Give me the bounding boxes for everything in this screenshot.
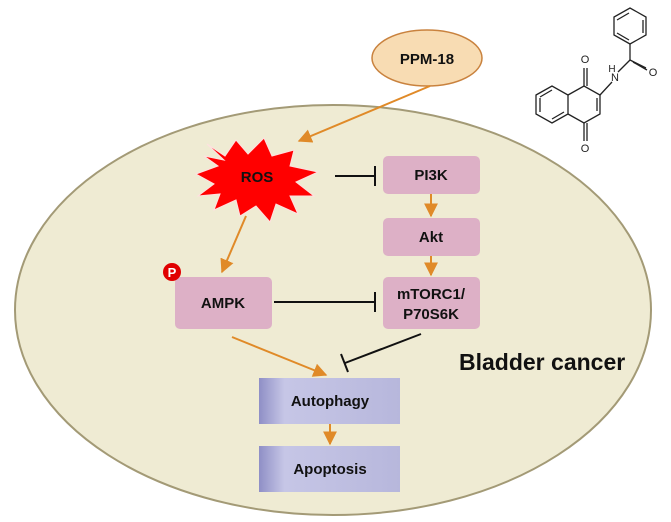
ampk-label: AMPK [201, 295, 245, 312]
pi3k-node: PI3K [383, 156, 480, 194]
arrow-ampk-to-autophagy [231, 336, 328, 377]
pi3k-label: PI3K [414, 167, 448, 184]
chemical-structure [535, 7, 648, 141]
mtor-label-line1: mTORC1/ [397, 286, 466, 303]
inhibit-ampk-mtor [274, 292, 376, 312]
cell-membrane [14, 104, 652, 516]
apoptosis-label: Apoptosis [293, 461, 366, 478]
ros-burst-shape [194, 137, 320, 223]
autophagy-node: Autophagy [259, 378, 400, 424]
autophagy-label: Autophagy [291, 393, 370, 410]
oxygen-top-label: O [581, 54, 590, 66]
inhibit-mtor-autophagy [340, 333, 422, 373]
arrow-drug-to-ros [297, 85, 431, 143]
cell-label: Bladder cancer [459, 349, 625, 375]
mtor-label-line2: P70S6K [403, 306, 459, 323]
drug-label: PPM-18 [400, 51, 454, 68]
ampk-node: AMPK [175, 277, 272, 329]
oxygen-bottom-label: O [581, 143, 590, 155]
apoptosis-node: Apoptosis [259, 446, 400, 492]
akt-label: Akt [419, 229, 443, 246]
phospho-badge-label: P [168, 265, 177, 280]
phospho-badge: P [163, 263, 181, 281]
mtor-node: mTORC1/ P70S6K [383, 277, 480, 329]
drug-node: PPM-18 [371, 29, 483, 87]
akt-node: Akt [383, 218, 480, 256]
ros-node: ROS [194, 137, 320, 223]
ros-label: ROS [241, 169, 274, 186]
nh-n-label: N [611, 72, 619, 84]
amide-oxygen-label: O [649, 67, 658, 79]
nh-h-label: H [608, 64, 615, 75]
inhibit-ros-pi3k [335, 166, 376, 186]
arrow-ros-to-ampk [220, 215, 247, 274]
